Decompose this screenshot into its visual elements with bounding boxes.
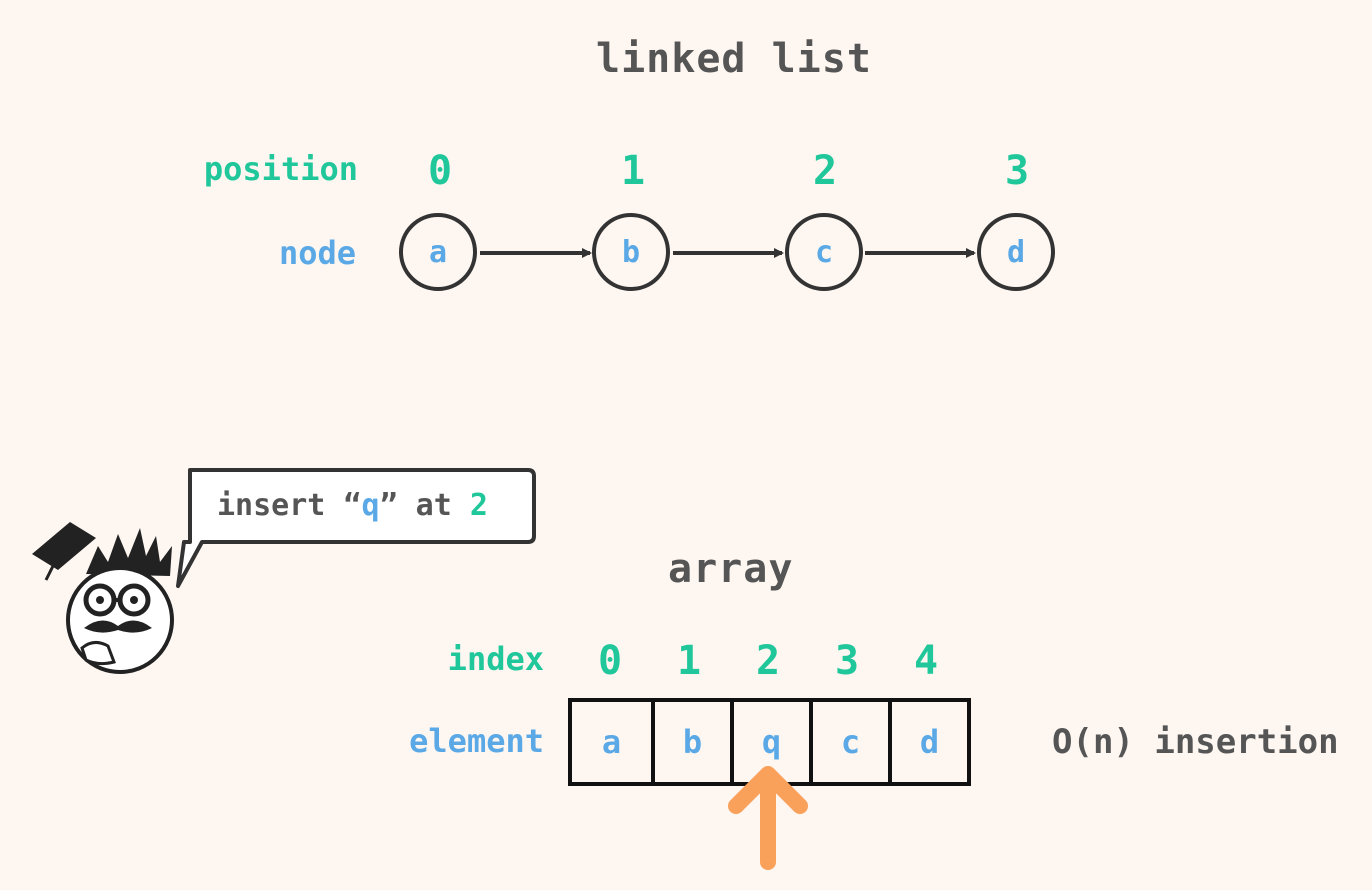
index-2: 2	[755, 638, 781, 684]
position-label: position	[203, 150, 358, 188]
array-cell-3: c	[809, 702, 888, 782]
complexity-label: O(n) insertion	[1052, 722, 1339, 762]
position-2: 2	[812, 148, 838, 194]
position-1: 1	[620, 148, 646, 194]
professor-avatar-icon	[32, 468, 536, 674]
index-label: index	[447, 640, 544, 678]
array-cell-4: d	[888, 702, 967, 782]
node-c: c	[785, 213, 863, 291]
index-1: 1	[676, 638, 702, 684]
index-4: 4	[913, 638, 939, 684]
index-0: 0	[597, 638, 623, 684]
element-label: element	[409, 722, 544, 760]
linked-list-title: linked list	[596, 36, 872, 82]
array-title: array	[668, 546, 794, 592]
speech-value: q	[361, 488, 380, 523]
insert-arrow-icon	[728, 766, 808, 870]
node-d: d	[977, 213, 1055, 291]
speech-index: 2	[469, 488, 488, 523]
node-b: b	[592, 213, 670, 291]
node-a: a	[399, 213, 477, 291]
array-cell-2: q	[730, 702, 809, 782]
position-0: 0	[427, 148, 453, 194]
speech-prefix: insert “	[217, 488, 362, 523]
node-label: node	[278, 234, 356, 272]
position-3: 3	[1004, 148, 1030, 194]
index-3: 3	[834, 638, 860, 684]
speech-middle: ” at	[379, 488, 470, 523]
speech-bubble-text: insert “q” at 2	[217, 488, 488, 523]
array-cell-0: a	[601, 723, 622, 761]
array-cell-1: b	[651, 702, 730, 782]
